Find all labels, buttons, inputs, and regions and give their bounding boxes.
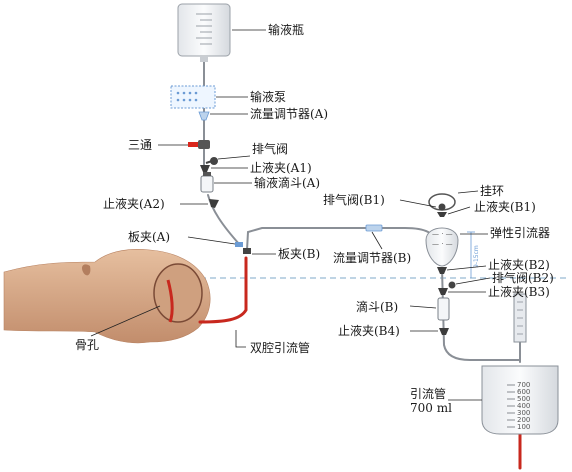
label-flow-regulator-a: 流量调节器(A) xyxy=(250,107,329,121)
drip-chamber-a xyxy=(200,172,214,193)
vent-valve-b1 xyxy=(438,203,446,211)
bag-scale-tick-label: 700 xyxy=(517,381,530,389)
label-vent-valve-b1: 排气阀(B1) xyxy=(323,193,385,207)
label-infusion-pump: 输液泵 xyxy=(250,90,287,104)
bag-scale-tick-label: 600 xyxy=(517,388,530,396)
clamp-a2 xyxy=(209,199,219,208)
elastic-drain-bulb: — · — — · — xyxy=(425,227,459,267)
bag-scale-tick-label: 400 xyxy=(517,402,530,410)
label-three-way: 三通 xyxy=(128,138,153,152)
clamp-a1 xyxy=(200,165,210,172)
infusion-bottle xyxy=(177,3,231,62)
clamp-b1 xyxy=(437,212,447,217)
label-hanging-ring: 挂环 xyxy=(480,184,505,198)
label-plate-clamp-a: 板夹(A) xyxy=(128,230,171,244)
clamp-b3 xyxy=(438,288,448,295)
label-vent-valve: 排气阀 xyxy=(252,142,289,156)
bag-scale-tick-label: 100 xyxy=(517,423,530,431)
label-infusion-bottle: 输液瓶 xyxy=(268,23,305,37)
three-way-valve xyxy=(188,140,210,149)
label-clamp-b4: 止液夹(B4) xyxy=(338,324,400,338)
label-flow-regulator-b: 流量调节器(B) xyxy=(333,251,412,265)
label-clamp-a1: 止液夹(A1) xyxy=(250,161,312,175)
bag-scale-tick-label: 200 xyxy=(517,416,530,424)
label-drain-tube: 引流管 xyxy=(410,387,447,401)
label-vent-valve-b2: 排气阀(B2) xyxy=(492,271,554,285)
label-clamp-b3: 止液夹(B3) xyxy=(488,285,550,299)
label-drip-chamber-b: 滴斗(B) xyxy=(356,300,399,314)
plate-clamp-a xyxy=(235,242,243,247)
bag-scale-tick-label: 300 xyxy=(517,409,530,417)
vent-valve-b2 xyxy=(448,281,456,289)
flow-regulator-b xyxy=(365,224,383,232)
height-marker: 9-15cm xyxy=(467,231,480,278)
patient-head xyxy=(3,249,211,344)
label-clamp-a2: 止液夹(A2) xyxy=(103,197,165,211)
plate-clamp-b xyxy=(243,248,251,254)
bag-scale-tick-label: 500 xyxy=(517,395,530,403)
label-elastic-drain: 弹性引流器 xyxy=(490,226,551,240)
svg-text:— · —: — · — xyxy=(432,240,453,248)
label-double-lumen: 双腔引流管 xyxy=(250,341,311,355)
clamp-b2 xyxy=(437,267,447,274)
drip-chamber-b xyxy=(437,297,450,321)
label-drip-chamber-a: 输液滴斗(A) xyxy=(254,176,321,190)
vent-valve-a xyxy=(205,157,218,165)
svg-text:— · —: — · — xyxy=(432,230,453,238)
label-plate-clamp-b: 板夹(B) xyxy=(278,247,321,261)
label-volume: 700 ml xyxy=(410,401,452,415)
clamp-b4 xyxy=(439,328,449,335)
label-clamp-b1: 止液夹(B1) xyxy=(474,200,536,214)
infusion-pump xyxy=(170,85,216,109)
height-label: 9-15cm xyxy=(473,245,480,268)
leader-lines xyxy=(90,29,491,401)
flow-regulator-a xyxy=(198,111,210,121)
label-clamp-b2: 止液夹(B2) xyxy=(488,258,550,272)
label-bone-hole: 骨孔 xyxy=(75,338,100,352)
